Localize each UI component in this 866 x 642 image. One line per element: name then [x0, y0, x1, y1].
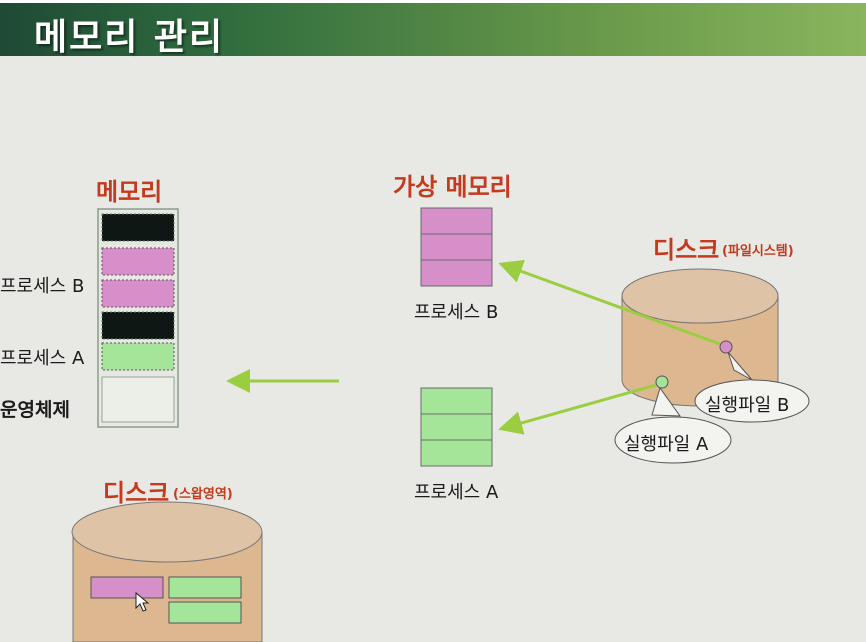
arrow-file-a-to-vm-a — [498, 383, 657, 435]
vm-process-b-label: 프로세스 B — [414, 302, 499, 323]
callout-exec-file-a-label: 실행파일 A — [624, 434, 709, 455]
memory-label-process-b: 프로세스 B — [0, 276, 85, 297]
virtual-memory-title: 가상 메모리 — [393, 173, 512, 201]
memory-segment-process-b-2 — [101, 279, 175, 308]
top-strip — [0, 0, 866, 3]
memory-label-os: 운영체제 — [0, 399, 70, 421]
vm-process-a-label: 프로세스 A — [414, 482, 499, 503]
swap-process-a-block-1 — [168, 576, 242, 599]
page-title: 메모리 관리 — [34, 17, 225, 58]
swap-process-a-block-2 — [168, 601, 242, 624]
header-banner — [0, 0, 866, 56]
vm-process-a-page-2 — [420, 413, 493, 441]
callout-exec-file-b — [694, 351, 810, 423]
vm-process-b-page-2 — [420, 233, 493, 261]
exec-file-a-dot — [655, 375, 669, 389]
vm-process-b-page-3 — [420, 259, 493, 287]
filesystem-disk-title: 디스크 — [653, 236, 720, 264]
mouse-cursor-icon — [135, 591, 150, 612]
vm-process-b-page-1 — [420, 207, 493, 235]
swap-process-b-block — [90, 576, 164, 599]
swap-disk-subtitle: (스왑영역) — [173, 487, 233, 502]
vm-process-a-page-1 — [420, 387, 493, 415]
callout-exec-file-b-label: 실행파일 B — [705, 395, 790, 416]
memory-segment-black-1 — [101, 213, 175, 242]
memory-segment-os — [101, 376, 175, 423]
memory-label-process-a: 프로세스 A — [0, 348, 85, 369]
memory-title: 메모리 — [96, 178, 163, 206]
filesystem-disk-subtitle: (파일시스템) — [722, 244, 794, 259]
callout-exec-file-a — [614, 386, 732, 464]
memory-segment-process-a — [101, 342, 175, 371]
memory-segment-black-2 — [101, 311, 175, 340]
arrow-file-b-to-vm-b — [498, 259, 721, 346]
vm-process-a-page-3 — [420, 439, 493, 467]
swap-disk-title: 디스크 — [103, 479, 170, 507]
memory-segment-process-b-1 — [101, 247, 175, 276]
exec-file-b-dot — [719, 340, 733, 354]
